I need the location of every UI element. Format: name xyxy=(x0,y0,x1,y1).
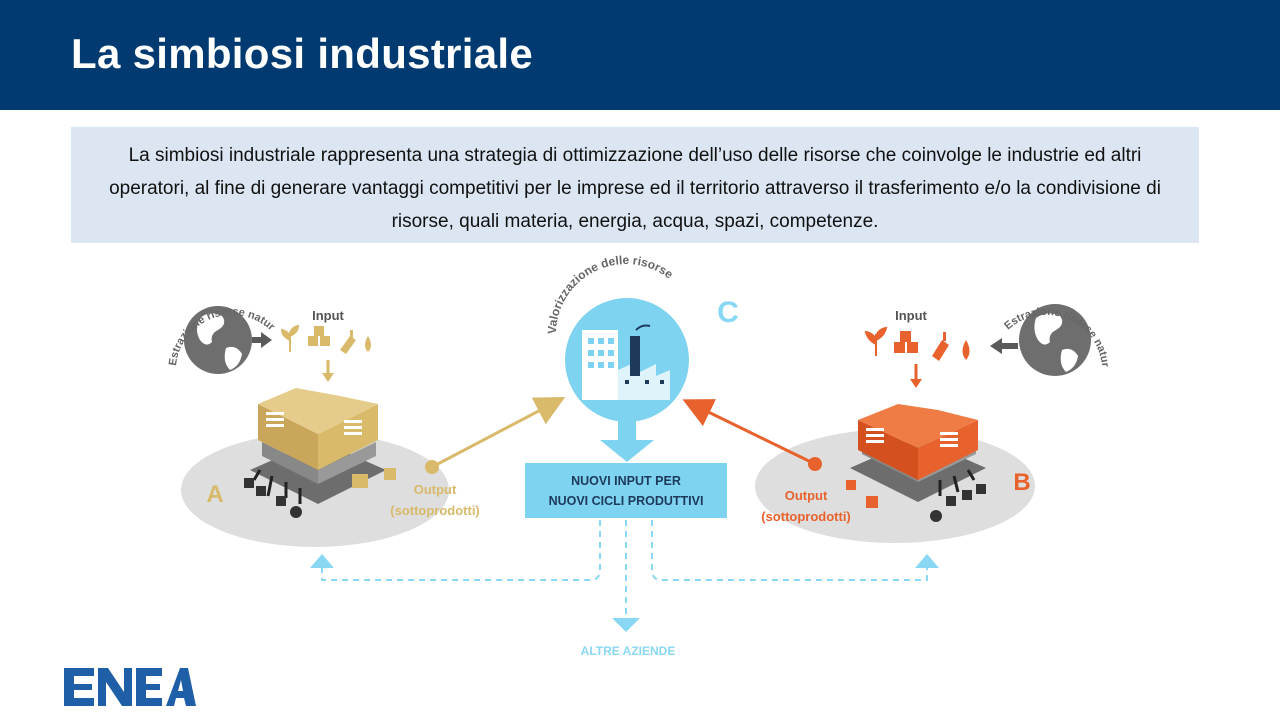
boxes-icon xyxy=(894,331,918,353)
output-arrow-right xyxy=(682,399,816,466)
company-c-label: C xyxy=(717,296,739,329)
arrow-up-left xyxy=(310,554,334,568)
plug-icon xyxy=(932,332,949,361)
company-a-group: Estrazione risorse naturali Input A xyxy=(0,0,566,547)
header-bar xyxy=(0,0,1280,110)
other-companies-label: ALTRE AZIENDE xyxy=(581,644,676,658)
output-label-left: Output xyxy=(414,482,457,497)
company-a-label: A xyxy=(206,481,223,508)
plug-icon xyxy=(340,330,356,354)
output-arrow-left xyxy=(431,397,566,469)
factory-a-icon xyxy=(244,388,396,518)
extraction-label-left: Estrazione risorse naturali xyxy=(0,0,278,366)
intro-box: La simbiosi industriale rappresenta una … xyxy=(71,127,1199,243)
page-title: La simbiosi industriale xyxy=(71,30,534,77)
company-b-label: B xyxy=(1013,469,1030,496)
input-label-left: Input xyxy=(312,308,344,323)
down-arrow-center xyxy=(618,420,636,442)
drop-icon xyxy=(365,336,371,352)
input-label-right: Input xyxy=(895,308,927,323)
boxes-icon xyxy=(308,326,330,346)
factory-c-icon xyxy=(582,324,670,400)
company-b-group: Estrazione risorse naturali Input B Outp… xyxy=(0,0,1111,543)
distribution-lines xyxy=(321,520,928,622)
output-label-right: Output xyxy=(785,488,828,503)
arrow-down-center xyxy=(612,618,640,632)
plant-icon xyxy=(280,324,300,352)
factory-b-icon xyxy=(846,404,986,522)
globe-icon xyxy=(184,306,252,374)
output-sub-label-left: (sottoprodotti) xyxy=(390,503,480,518)
new-input-box xyxy=(525,463,727,518)
svg-text:Estrazione risorse naturali: Estrazione risorse naturali xyxy=(0,0,278,366)
plant-icon xyxy=(864,326,888,356)
new-input-line1: NUOVI INPUT PER xyxy=(571,474,681,488)
enea-logo xyxy=(64,668,196,706)
output-sub-label-right: (sottoprodotti) xyxy=(761,509,851,524)
globe-icon xyxy=(1019,304,1091,376)
drop-icon xyxy=(962,340,970,360)
intro-text: La simbiosi industriale rappresenta una … xyxy=(109,145,1161,232)
new-input-line2: NUOVI CICLI PRODUTTIVI xyxy=(549,494,704,508)
arrow-up-right xyxy=(915,554,939,568)
